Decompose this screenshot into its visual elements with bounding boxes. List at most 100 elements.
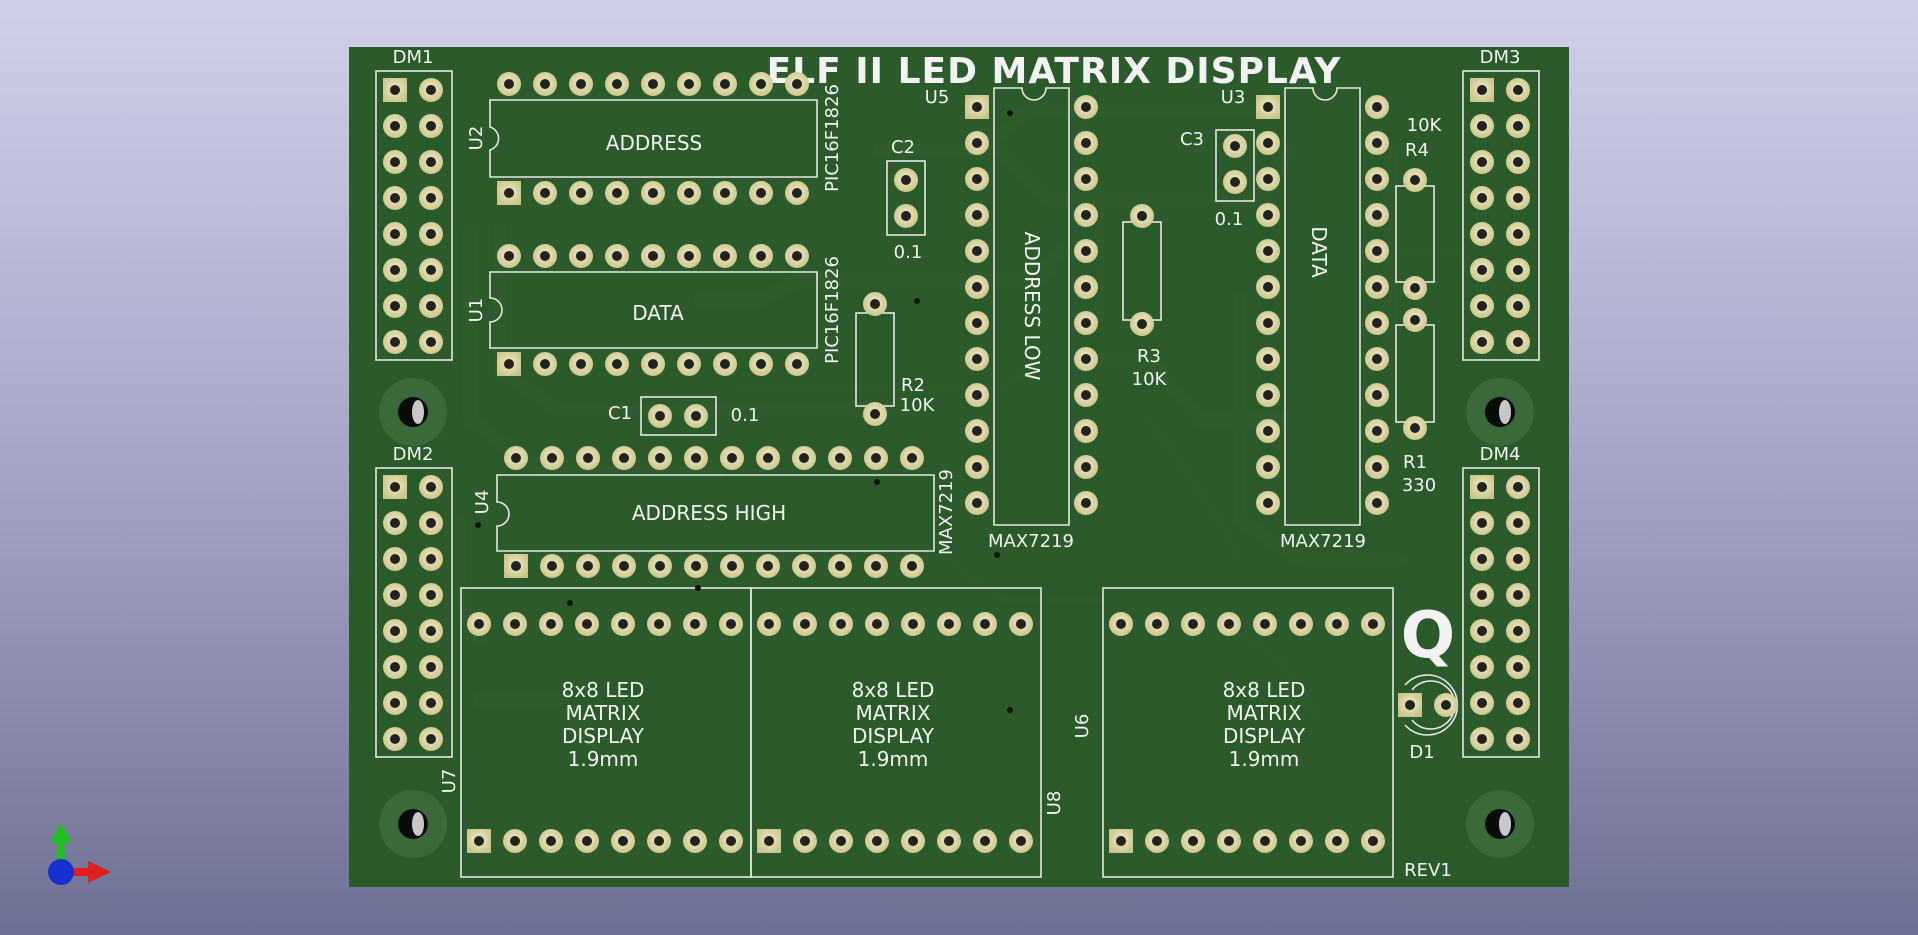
drill-hole: [655, 411, 665, 421]
drill-hole: [1477, 301, 1487, 311]
drill-hole: [583, 453, 593, 463]
drill-hole: [390, 626, 400, 636]
drill-hole: [540, 79, 550, 89]
drill-hole: [426, 662, 436, 672]
drill-hole: [390, 734, 400, 744]
drill-hole: [426, 193, 436, 203]
drill-hole: [901, 211, 911, 221]
drill-hole: [1188, 619, 1198, 629]
u3-part: MAX7219: [1280, 531, 1366, 552]
drill-hole: [792, 251, 802, 261]
drill-hole: [390, 121, 400, 131]
drill-hole: [980, 619, 990, 629]
drill-hole: [1137, 211, 1147, 221]
drill-hole: [619, 561, 629, 571]
u3-label: DATA: [1307, 226, 1331, 278]
drill-hole: [390, 518, 400, 528]
drill-hole: [1263, 462, 1273, 472]
drill-hole: [792, 188, 802, 198]
drill-hole: [836, 619, 846, 629]
drill-hole: [1081, 462, 1091, 472]
drill-hole: [835, 453, 845, 463]
drill-hole: [1477, 193, 1487, 203]
drill-hole: [390, 662, 400, 672]
drill-hole: [576, 188, 586, 198]
z-axis-origin: [48, 859, 74, 885]
dm4-pads: [1470, 475, 1530, 751]
axis-gizmo[interactable]: [48, 823, 111, 885]
drill-hole: [1477, 554, 1487, 564]
drill-hole: [648, 188, 658, 198]
drill-hole: [654, 619, 664, 629]
drill-hole: [763, 453, 773, 463]
drill-hole: [1263, 138, 1273, 148]
c2-value: 0.1: [894, 242, 923, 263]
drill-hole: [1116, 619, 1126, 629]
drill-hole: [1372, 138, 1382, 148]
u4-label: ADDRESS HIGH: [632, 501, 786, 525]
drill-hole: [612, 79, 622, 89]
drill-hole: [504, 188, 514, 198]
drill-hole: [684, 251, 694, 261]
drill-hole: [540, 188, 550, 198]
drill-hole: [1513, 337, 1523, 347]
drill-hole: [1513, 590, 1523, 600]
x-axis-arrow: [62, 861, 111, 883]
u3-ref: U3: [1221, 87, 1246, 108]
drill-hole: [1477, 337, 1487, 347]
drill-hole: [390, 554, 400, 564]
drill-hole: [1230, 141, 1240, 151]
u6-line1: 8x8 LED: [1223, 678, 1306, 702]
drill-hole: [972, 210, 982, 220]
drill-hole: [1263, 102, 1273, 112]
drill-hole: [426, 698, 436, 708]
connector-dm2: DM2: [375, 444, 453, 758]
drill-hole: [727, 453, 737, 463]
drill-hole: [390, 337, 400, 347]
drill-hole: [547, 453, 557, 463]
drill-hole: [972, 174, 982, 184]
u1-label: DATA: [632, 301, 684, 325]
drill-hole: [756, 251, 766, 261]
u8-line2: MATRIX: [855, 701, 930, 725]
drill-hole: [972, 462, 982, 472]
dm4-label: DM4: [1480, 444, 1521, 465]
drill-hole: [511, 453, 521, 463]
drill-hole: [1372, 498, 1382, 508]
mounting-hole-top-right: [1466, 378, 1534, 446]
drill-hole: [1081, 174, 1091, 184]
drill-hole: [944, 836, 954, 846]
drill-hole: [648, 79, 658, 89]
drill-hole: [871, 453, 881, 463]
drill-hole: [792, 359, 802, 369]
drill-hole: [1410, 175, 1420, 185]
drill-hole: [390, 265, 400, 275]
drill-hole: [1152, 619, 1162, 629]
drill-hole: [1477, 698, 1487, 708]
drill-hole: [1081, 210, 1091, 220]
y-axis-arrow: [50, 823, 72, 872]
vias: [475, 110, 1013, 713]
drill-hole: [944, 619, 954, 629]
dm3-pads: [1470, 78, 1530, 354]
drill-hole: [1081, 390, 1091, 400]
drill-hole: [504, 251, 514, 261]
drill-hole: [1477, 121, 1487, 131]
drill-hole: [1513, 698, 1523, 708]
drill-hole: [684, 359, 694, 369]
u2-label: ADDRESS: [606, 131, 702, 155]
drill-hole: [582, 619, 592, 629]
drill-hole: [764, 619, 774, 629]
drill-hole: [1513, 662, 1523, 672]
drill-hole: [1372, 246, 1382, 256]
drill-hole: [756, 188, 766, 198]
drill-hole: [980, 836, 990, 846]
u6-line2: MATRIX: [1226, 701, 1301, 725]
r1-value: 330: [1402, 475, 1436, 496]
u2-ref: U2: [466, 126, 487, 151]
drill-hole: [1405, 700, 1415, 710]
drill-hole: [1410, 423, 1420, 433]
u6-ref: U6: [1072, 714, 1093, 739]
